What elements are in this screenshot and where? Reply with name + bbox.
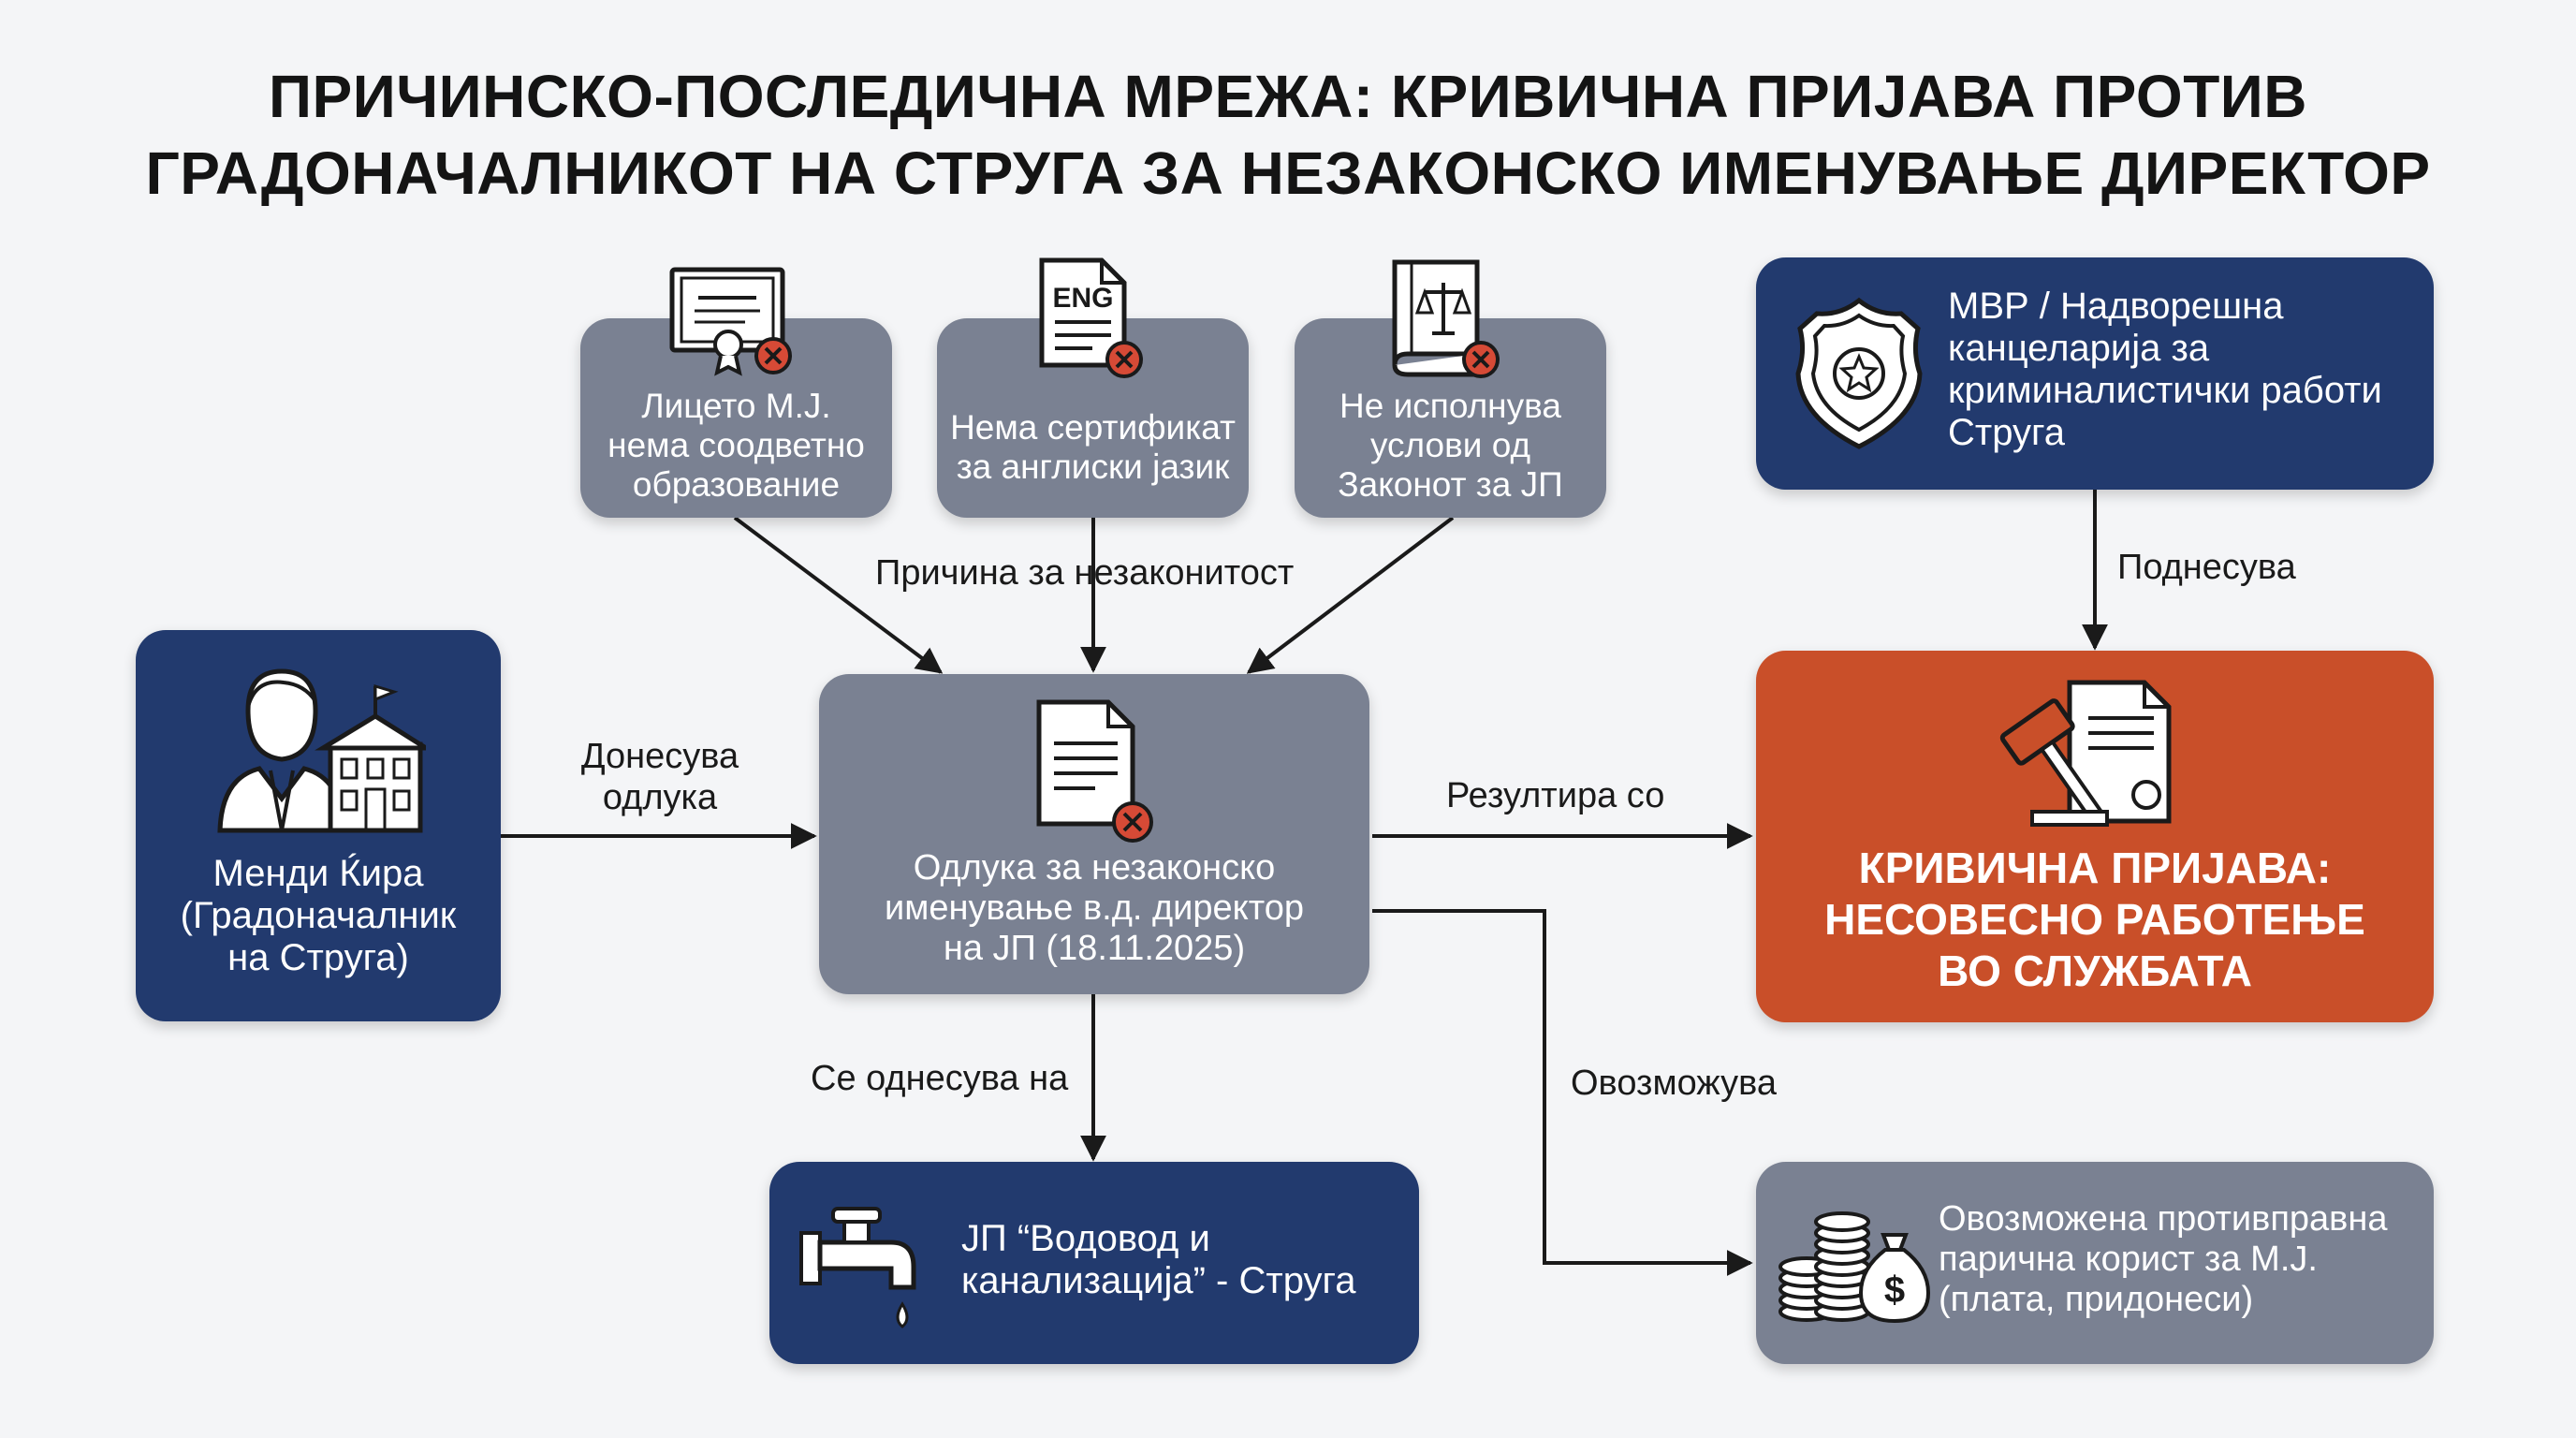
- node-benefit-line-3: (плата, придонеси): [1939, 1280, 2254, 1319]
- certificate-icon: [669, 267, 792, 376]
- node-education-line-2: нема соодветно: [607, 426, 865, 464]
- svg-text:$: $: [1884, 1269, 1905, 1311]
- node-education-text: Лицето М.Ј. нема соодветно образование: [580, 387, 892, 505]
- gavel-document-icon: [1999, 680, 2172, 827]
- node-utility: ЈП “Водовод и канализација” - Струга: [769, 1162, 1419, 1364]
- node-police-line-4: Струга: [1948, 412, 2065, 453]
- node-benefit-text: Овозможена противправна парична корист з…: [1939, 1199, 2425, 1320]
- node-mayor: Менди Ќира (Градоначалник на Струга): [136, 630, 501, 1021]
- edge-label-cause: Причина за незаконитост: [875, 553, 1295, 593]
- edge-label-results: Резултира со: [1446, 776, 1665, 815]
- node-english-line-2: за англиски јазик: [956, 448, 1230, 486]
- node-mayor-text: Менди Ќира (Градоначалник на Струга): [136, 853, 501, 979]
- node-benefit: $ Овозможена противправна парична корист…: [1756, 1162, 2434, 1364]
- node-decision-line-2: именување в.д. директор: [885, 888, 1304, 928]
- edge-education-decision: [733, 516, 944, 674]
- page-title: ПРИЧИНСКО-ПОСЛЕДИЧНА МРЕЖА: КРИВИЧНА ПРИ…: [0, 58, 2576, 212]
- node-mayor-line-3: на Струга): [227, 937, 409, 978]
- edge-law-decision: [1246, 516, 1455, 674]
- law-book-icon: [1392, 259, 1500, 378]
- node-decision: Одлука за незаконско именување в.д. дире…: [819, 674, 1369, 994]
- edge-decision-benefit: [1372, 909, 1753, 1276]
- node-english-text: Нема сертификат за англиски јазик: [937, 408, 1249, 487]
- node-decision-line-3: на ЈП (18.11.2025): [943, 929, 1246, 968]
- node-law-line-1: Не исполнува: [1339, 387, 1561, 425]
- node-utility-text: ЈП “Водовод и канализација” - Струга: [961, 1218, 1401, 1302]
- node-police-text: МВР / Надворешна канцеларија за криминал…: [1948, 286, 2425, 454]
- node-police: МВР / Надворешна канцеларија за криминал…: [1756, 257, 2434, 490]
- edge-label-relates: Се однесува на: [811, 1059, 1069, 1098]
- node-benefit-line-1: Овозможена противправна: [1939, 1199, 2388, 1239]
- police-badge-icon: [1795, 297, 1923, 449]
- node-english-line-1: Нема сертификат: [950, 408, 1236, 447]
- node-education-line-1: Лицето М.Ј.: [641, 387, 831, 425]
- node-benefit-line-2: парична корист за М.Ј.: [1939, 1240, 2318, 1279]
- node-decision-text: Одлука за незаконско именување в.д. дире…: [819, 848, 1369, 969]
- node-police-line-2: канцеларија за: [1948, 328, 2210, 369]
- rejected-document-icon: [1036, 699, 1153, 843]
- edge-label-makes-line-1: Донесува: [580, 737, 739, 776]
- node-police-line-1: МВР / Надворешна: [1948, 286, 2284, 327]
- node-law-text: Не исполнува услови од Законот за ЈП: [1295, 387, 1606, 505]
- title-line-2: ГРАДОНАЧАЛНИКОТ НА СТРУГА ЗА НЕЗАКОНСКО …: [145, 139, 2431, 207]
- node-mayor-line-1: Менди Ќира: [212, 853, 424, 894]
- node-education: Лицето М.Ј. нема соодветно образование: [580, 318, 892, 518]
- node-utility-line-1: ЈП “Водовод и: [961, 1218, 1210, 1259]
- node-charge-line-2: НЕСОВЕСНО РАБОТЕЊЕ: [1824, 895, 2365, 944]
- node-law-line-2: услови од: [1369, 426, 1531, 464]
- node-charge: КРИВИЧНА ПРИЈАВА: НЕСОВЕСНО РАБОТЕЊЕ ВО …: [1756, 651, 2434, 1022]
- title-line-1: ПРИЧИНСКО-ПОСЛЕДИЧНА МРЕЖА: КРИВИЧНА ПРИ…: [269, 63, 2307, 130]
- edge-label-enables: Овозможува: [1571, 1064, 1778, 1103]
- node-charge-line-3: ВО СЛУЖБАТА: [1938, 946, 2252, 995]
- node-decision-line-1: Одлука за незаконско: [913, 848, 1276, 888]
- node-law-line-3: Законот за ЈП: [1338, 465, 1563, 504]
- node-education-line-3: образование: [632, 465, 841, 504]
- node-charge-line-1: КРИВИЧНА ПРИЈАВА:: [1858, 844, 2332, 892]
- edge-label-makes: Донесува одлука: [543, 736, 777, 818]
- svg-text:ENG: ENG: [1052, 283, 1113, 314]
- edge-label-makes-line-2: одлука: [602, 778, 718, 817]
- eng-document-icon: ENG: [1039, 257, 1143, 378]
- water-tap-icon: [799, 1207, 916, 1328]
- mayor-icon: [217, 668, 426, 833]
- node-charge-text: КРИВИЧНА ПРИЈАВА: НЕСОВЕСНО РАБОТЕЊЕ ВО …: [1756, 843, 2434, 997]
- node-police-line-3: криминалистички работи: [1948, 370, 2382, 411]
- money-icon: $: [1778, 1211, 1931, 1324]
- node-mayor-line-2: (Градоначалник: [180, 895, 457, 936]
- edge-label-files: Поднесува: [2117, 548, 2296, 587]
- node-utility-line-2: канализација” - Струга: [961, 1260, 1356, 1301]
